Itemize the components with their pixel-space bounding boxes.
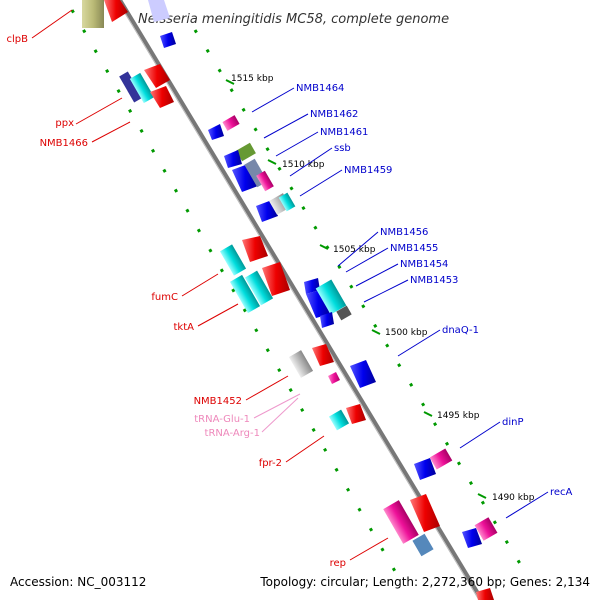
gene-clpB <box>82 0 104 28</box>
gene-label-NMB1456: NMB1456 <box>380 227 428 238</box>
gene-label-NMB1462: NMB1462 <box>310 109 358 120</box>
gene-tktA <box>229 274 261 314</box>
gene-arrow <box>414 458 436 480</box>
gene-fumC <box>219 244 247 276</box>
gene-features-right <box>148 0 498 548</box>
gene-label-ppx: ppx <box>55 118 74 129</box>
gene-arrow <box>320 312 334 328</box>
gene-label-tRNA-Arg-1: tRNA-Arg-1 <box>205 428 260 439</box>
left-labels: clpB ppx NMB1466 fumC tktA NMB1452 tRNA-… <box>7 34 346 569</box>
gene-label-dinP: dinP <box>502 417 524 428</box>
gene-arrow <box>312 344 334 366</box>
tick-label: 1505 kbp <box>333 245 376 255</box>
gene-arrow <box>144 64 170 88</box>
gene-arrow <box>476 588 494 600</box>
gene-arrow <box>160 32 176 48</box>
gene-dnaQ-1 <box>350 360 376 388</box>
gene-NMB1459 <box>256 170 274 192</box>
gene-features-left <box>82 0 494 600</box>
gene-label-NMB1455: NMB1455 <box>390 243 438 254</box>
gene-NMB1454 <box>315 279 347 315</box>
gene-arrow <box>410 494 440 532</box>
gene-block <box>412 533 434 557</box>
gene-tRNA <box>328 372 340 384</box>
gene-block <box>278 192 296 212</box>
gene-arrow <box>462 528 482 548</box>
gene-label-NMB1453: NMB1453 <box>410 275 458 286</box>
gene-label-NMB1454: NMB1454 <box>400 259 448 270</box>
gene-arrow <box>346 404 366 424</box>
gene-label-fpr-2: fpr-2 <box>259 458 282 469</box>
tick-label: 1500 kbp <box>385 328 428 338</box>
gene-label-NMB1464: NMB1464 <box>296 83 344 94</box>
tick-label: 1490 kbp <box>492 493 535 503</box>
gene-NMB1456 <box>304 278 320 294</box>
gene-label-tktA: tktA <box>174 322 195 333</box>
gene-NMB1464 <box>208 124 224 140</box>
gene-arrow <box>224 150 242 168</box>
gene-label-NMB1459: NMB1459 <box>344 165 392 176</box>
gene-arrow <box>150 86 174 108</box>
rna-leader-lines <box>253 393 301 433</box>
gene-recA <box>474 517 498 541</box>
gene-ssb <box>232 164 258 192</box>
gene-NMB1461 <box>236 142 256 162</box>
gene-label-tRNA-Glu-1: tRNA-Glu-1 <box>194 414 250 425</box>
gene-label-clpB: clpB <box>7 34 29 45</box>
gene-label-fumC: fumC <box>151 292 178 303</box>
gene-label-ssb: ssb <box>334 143 351 154</box>
right-leader-lines <box>251 87 549 519</box>
gene-NMB1453 <box>336 305 352 321</box>
gene-label-NMB1466: NMB1466 <box>40 138 88 149</box>
tick-label: 1515 kbp <box>231 74 274 84</box>
tick-label: 1510 kbp <box>282 160 325 170</box>
map-title: Neisseria meningitidis MC58, complete ge… <box>138 12 449 27</box>
gene-NMB1462 <box>222 115 240 131</box>
gene-tktA-2 <box>244 270 274 306</box>
gene-clpB-arrow <box>104 0 128 22</box>
right-labels: NMB1464 NMB1462 NMB1461 ssb NMB1459 NMB1… <box>296 83 573 498</box>
tick-label: 1495 kbp <box>437 411 480 421</box>
gene-label-rep: rep <box>330 558 346 569</box>
gene-rep <box>383 500 419 544</box>
accession-text: Accession: NC_003112 <box>10 575 147 589</box>
gene-NMB1455 <box>306 290 330 318</box>
left-leader-lines <box>31 9 389 561</box>
gene-fpr-2 <box>328 409 350 431</box>
gene-block <box>129 72 155 104</box>
gene-label-dnaQ-1: dnaQ-1 <box>442 325 479 336</box>
gene-NMB1452 <box>288 350 314 378</box>
tick-marks <box>225 79 487 499</box>
gene-dinP <box>429 448 453 470</box>
gene-label-recA: recA <box>550 487 573 498</box>
gene-label-NMB1452: NMB1452 <box>194 396 242 407</box>
topology-text: Topology: circular; Length: 2,272,360 bp… <box>260 575 590 589</box>
gene-ppx <box>119 71 143 103</box>
gene-arrow <box>242 236 268 262</box>
gene-label-NMB1461: NMB1461 <box>320 127 368 138</box>
gene-block <box>148 0 170 22</box>
gene-arrow <box>262 262 290 296</box>
